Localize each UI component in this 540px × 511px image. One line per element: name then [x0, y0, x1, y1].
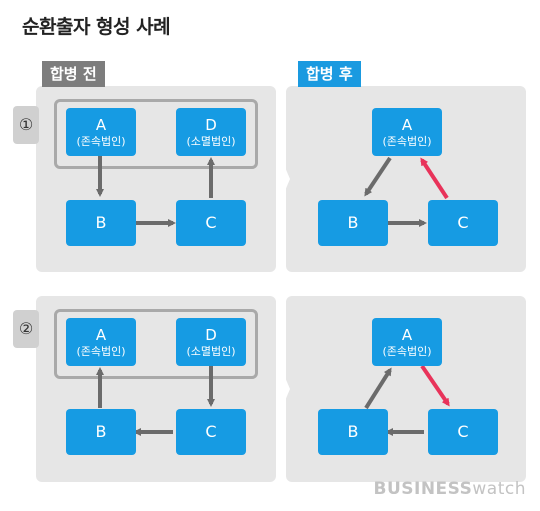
node-b: B	[66, 200, 136, 246]
chevron-right-icon	[276, 146, 290, 212]
node-b: B	[66, 409, 136, 455]
node-d: D (소멸법인)	[176, 108, 246, 156]
node-a: A (존속법인)	[66, 318, 136, 366]
case-number-1: ①	[13, 106, 39, 144]
node-b: B	[318, 409, 388, 455]
chevron-right-icon	[276, 356, 290, 422]
arrow-a-to-c	[420, 364, 450, 407]
node-a: A (존속법인)	[66, 108, 136, 156]
node-a: A (존속법인)	[372, 108, 442, 156]
node-c: C	[428, 200, 498, 246]
node-c: C	[428, 409, 498, 455]
node-c: C	[176, 409, 246, 455]
arrow-a-to-b	[364, 156, 392, 197]
case-number-2: ②	[13, 310, 39, 348]
node-a: A (존속법인)	[372, 318, 442, 366]
tag-after: 합병 후	[298, 61, 361, 87]
node-d: D (소멸법인)	[176, 318, 246, 366]
arrow-c-to-a	[420, 157, 449, 200]
merge-outline	[54, 309, 258, 379]
brand-logo: BUSINESSwatch	[373, 479, 526, 499]
tag-before: 합병 전	[42, 61, 105, 87]
diagram-title: 순환출자 형성 사례	[22, 16, 171, 38]
node-b: B	[318, 200, 388, 246]
arrow-b-to-a	[364, 367, 392, 410]
merge-outline	[54, 99, 258, 169]
node-c: C	[176, 200, 246, 246]
